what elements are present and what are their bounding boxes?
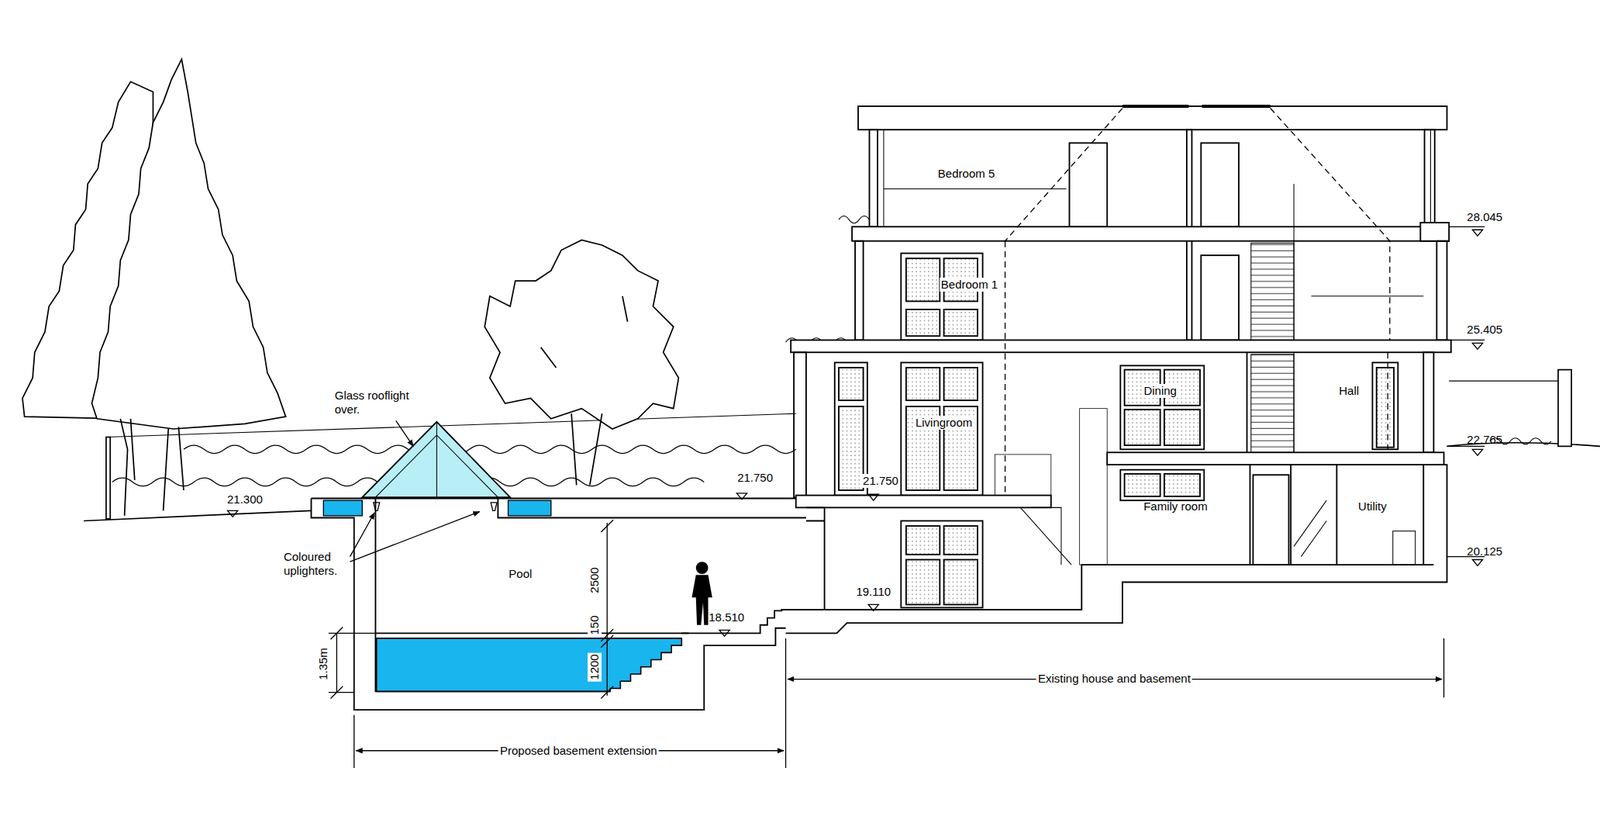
dimension: 1.35m [316,645,331,682]
room-label: Utility [1358,499,1387,514]
level-marker: 21.300 [227,492,263,507]
level-marker: 25.405 [1466,322,1503,337]
level-marker: 20.125 [1466,544,1503,559]
dimension: 150 [587,613,602,636]
room-label: Dining [1141,383,1179,398]
dimension: Proposed basement extension [498,743,659,758]
room-label: Bedroom 5 [937,166,995,181]
room-label: Hall [1338,383,1359,398]
landscape [22,58,1600,521]
level-marker: 19.110 [855,584,891,599]
level-marker: 21.750 [737,470,773,485]
room-label: Bedroom 1 [939,277,1000,292]
level-marker: 28.045 [1466,210,1503,225]
dimensions [227,226,1486,768]
room-label: Pool [508,566,532,581]
dimension: 1200 [587,651,602,681]
level-marker: 21.750 [861,473,900,488]
level-marker: 22.765 [1466,432,1503,447]
level-marker: 18.510 [708,610,745,625]
callout-note: Glass rooflight over. [334,388,425,417]
dimension: 2500 [587,565,602,594]
callout-note: Coloured uplighters. [283,549,369,578]
house [786,106,1452,633]
pool-extension [310,420,825,710]
room-label: Family room [1143,499,1208,514]
dimension: Existing house and basement [1036,671,1193,686]
room-label: Livingroom [913,415,974,430]
